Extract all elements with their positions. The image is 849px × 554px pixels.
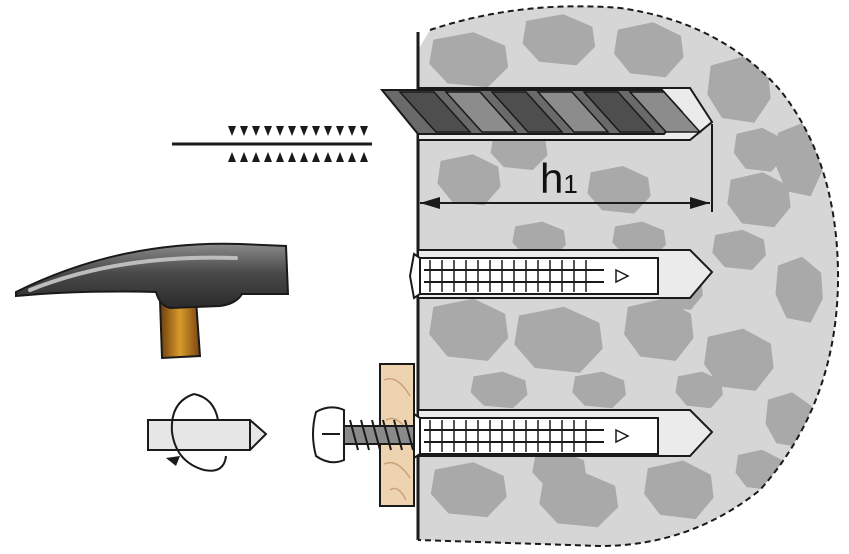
screwdriver-bit-rotate-icon	[147, 393, 268, 472]
vibration-tick	[276, 152, 284, 162]
screw-thread	[404, 419, 414, 451]
vibration-tick	[240, 152, 248, 162]
wall-stone	[775, 256, 823, 323]
vibration-tick	[312, 152, 320, 162]
vibration-tick	[360, 152, 368, 162]
depth-label-subscript: 1	[563, 169, 577, 199]
vibration-tick	[264, 126, 272, 136]
vibration-tick	[228, 152, 236, 162]
wall-stone	[614, 22, 684, 78]
vibration-tick	[348, 152, 356, 162]
vibration-tick	[300, 152, 308, 162]
anchor-plug-middle	[408, 249, 714, 300]
wall-section-outline	[417, 5, 840, 548]
screw-thread	[349, 419, 359, 451]
vibration-tick	[360, 126, 368, 136]
wall-stone	[675, 371, 723, 409]
wall-stone	[707, 56, 771, 123]
drill-flute	[490, 91, 564, 133]
wall-stone	[704, 328, 774, 391]
vibration-tick	[276, 126, 284, 136]
screw-icon	[312, 406, 415, 464]
vibration-tick	[324, 152, 332, 162]
anchor-plug-bottom	[408, 409, 714, 460]
vibration-tick	[336, 152, 344, 162]
wall-stone	[429, 298, 509, 361]
depth-label-h: h	[540, 155, 563, 202]
vibration-tick	[252, 152, 260, 162]
screw-thread	[360, 419, 370, 451]
drill-flute	[398, 91, 472, 133]
wall-stone	[532, 451, 586, 489]
vibration-tick	[288, 152, 296, 162]
wall-stone	[522, 14, 596, 66]
wall-stone	[514, 306, 603, 373]
drill-bit-icon	[379, 89, 702, 135]
wall-stone	[470, 371, 528, 409]
depth-label: h1	[540, 155, 578, 202]
wall-stone	[727, 172, 791, 228]
vibration-tick	[324, 126, 332, 136]
vibration-tick	[264, 152, 272, 162]
screw-thread	[371, 419, 381, 451]
wall-stone	[572, 371, 626, 409]
screw-thread	[393, 419, 403, 451]
wall-stone	[437, 154, 501, 206]
vibration-tick	[240, 126, 248, 136]
depth-dimension: h1	[420, 124, 713, 212]
vibration-tick	[312, 126, 320, 136]
screw-thread	[382, 419, 392, 451]
wall-stone	[430, 462, 507, 518]
wall-stone	[624, 298, 694, 361]
wall-stone	[429, 32, 509, 88]
wall-stone	[712, 229, 766, 270]
vibration-tick	[252, 126, 260, 136]
drill-flute	[582, 91, 656, 133]
vibration-tick	[288, 126, 296, 136]
hammer-icon	[15, 242, 290, 360]
drill-flute	[536, 91, 610, 133]
wall-stone	[775, 123, 823, 197]
vibration-tick	[300, 126, 308, 136]
vibration-tick	[348, 126, 356, 136]
wall-stone	[587, 166, 651, 214]
drill-flute	[628, 91, 702, 133]
hammer-drill-icon	[172, 126, 372, 162]
wall-stone	[644, 460, 714, 520]
wall-stone	[733, 127, 785, 172]
drill-flute	[444, 91, 518, 133]
vibration-tick	[228, 126, 236, 136]
vibration-tick	[336, 126, 344, 136]
